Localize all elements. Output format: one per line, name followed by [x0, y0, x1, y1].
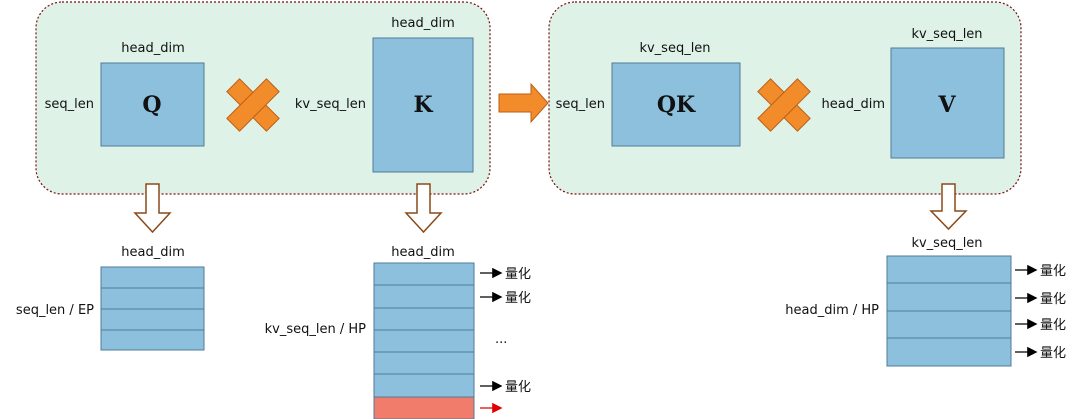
v-split-top-label: kv_seq_len [911, 236, 982, 251]
k-split-highlight-row [373, 396, 475, 419]
v-split-side-label: head_dim / HP [785, 303, 879, 318]
multiply-cross-icon [226, 78, 280, 132]
k-split-matrix [373, 262, 475, 419]
quant-label: 量化 [505, 380, 531, 395]
v-side-label: head_dim [822, 97, 885, 112]
multiply-cross-icon [757, 78, 811, 132]
q-split-side-label: seq_len / EP [16, 303, 94, 318]
k-top-label: head_dim [391, 16, 454, 31]
quant-label: 量化 [1040, 318, 1066, 333]
quant-label: 量化 [1040, 346, 1066, 361]
k-split-side-label: kv_seq_len / HP [265, 322, 367, 337]
k-letter: K [413, 92, 433, 118]
quant-label: 量化 [1040, 264, 1066, 279]
q-side-label: seq_len [45, 97, 94, 112]
q-top-label: head_dim [121, 41, 184, 56]
v-matrix [890, 47, 1005, 159]
q-letter: Q [142, 92, 161, 118]
v-top-label: kv_seq_len [911, 27, 982, 42]
quant-label: 量化 [505, 291, 531, 306]
quant-label: 量化 [1040, 292, 1066, 307]
down-arrow-icon [929, 183, 968, 231]
qk-side-label: seq_len [556, 97, 605, 112]
quant-label: 量化 [505, 267, 531, 282]
qk-matrix [611, 62, 741, 147]
k-split-top-label: head_dim [391, 245, 454, 260]
v-split-matrix [886, 255, 1012, 367]
q-matrix [100, 62, 205, 147]
k-matrix [372, 37, 474, 173]
ellipsis: ... [495, 332, 507, 347]
flow-arrow-icon [498, 82, 549, 124]
down-arrow-icon [133, 183, 172, 234]
q-split-top-label: head_dim [121, 245, 184, 260]
k-side-label: kv_seq_len [295, 97, 366, 112]
down-arrow-icon [404, 183, 443, 234]
qk-letter: QK [657, 92, 696, 118]
v-letter: V [937, 92, 956, 118]
q-split-matrix [100, 266, 205, 351]
qk-top-label: kv_seq_len [639, 41, 710, 56]
